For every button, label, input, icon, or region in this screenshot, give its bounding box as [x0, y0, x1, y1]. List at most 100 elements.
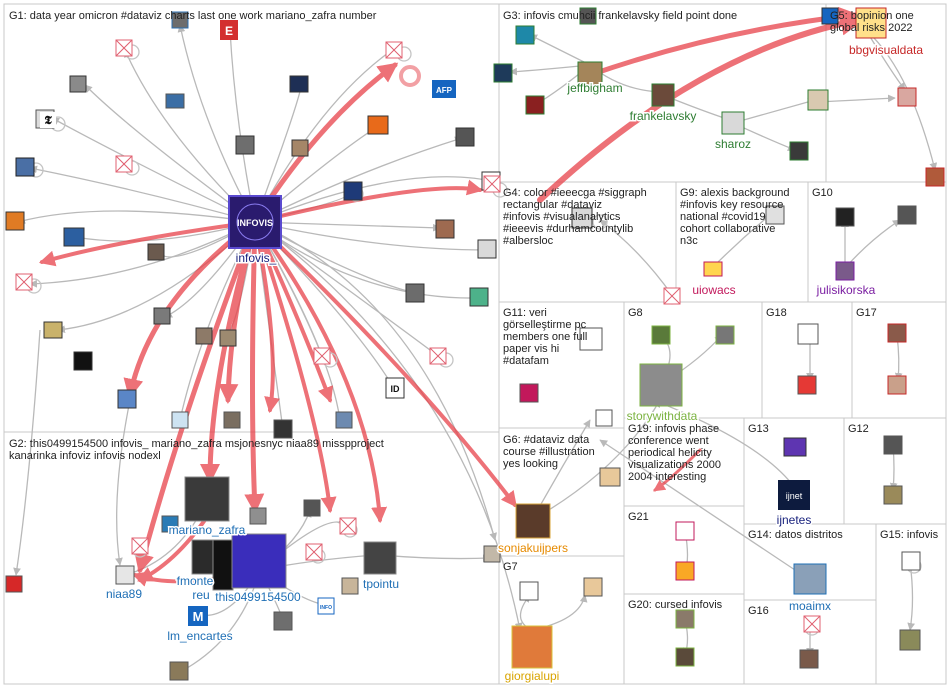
missing-image-icon[interactable] — [131, 537, 149, 555]
node-label-sharoz[interactable]: sharoz — [713, 136, 752, 153]
avatar-storywithdata[interactable] — [639, 363, 683, 407]
avatar-sharoz[interactable] — [721, 111, 745, 135]
node-labels[interactable]: infovis_ jeffbigham frankelavsky sharoz … — [104, 42, 924, 685]
avatar[interactable] — [651, 325, 671, 345]
missing-image-icon[interactable] — [305, 543, 323, 561]
avatar[interactable] — [343, 181, 363, 201]
node-label-julisikorska[interactable]: julisikorska — [814, 282, 877, 299]
avatar[interactable] — [405, 283, 425, 303]
missing-image-icon[interactable] — [803, 615, 821, 633]
missing-image-icon[interactable] — [385, 41, 403, 59]
avatar[interactable] — [477, 239, 497, 259]
avatar[interactable] — [341, 577, 359, 595]
avatar[interactable] — [887, 323, 907, 343]
avatar[interactable] — [147, 243, 165, 261]
avatar[interactable] — [435, 219, 455, 239]
avatar[interactable] — [899, 629, 921, 651]
avatar[interactable] — [5, 211, 25, 231]
avatar[interactable] — [335, 411, 353, 429]
avatar[interactable] — [15, 157, 35, 177]
avatar-mariano-zafra[interactable] — [184, 476, 230, 522]
avatar[interactable] — [235, 135, 255, 155]
avatar[interactable] — [789, 141, 809, 161]
node-label-sonjakuijpers[interactable]: sonjakuijpers — [496, 540, 569, 557]
avatar[interactable] — [835, 207, 855, 227]
avatar[interactable] — [675, 561, 695, 581]
avatar[interactable] — [469, 287, 489, 307]
avatar[interactable] — [161, 515, 179, 533]
avatar[interactable] — [599, 467, 621, 487]
node-label-bbgvisualdata[interactable]: bbgvisualdata — [847, 42, 924, 59]
avatar[interactable] — [273, 611, 293, 631]
avatar[interactable] — [897, 87, 917, 107]
avatar[interactable] — [519, 383, 539, 403]
missing-image-icon[interactable] — [339, 517, 357, 535]
infovis-logo[interactable] — [228, 195, 282, 249]
avatar-uiowacs[interactable] — [703, 261, 723, 277]
avatar[interactable] — [571, 207, 593, 229]
m-logo[interactable] — [188, 606, 208, 626]
avatar-tpointu[interactable] — [363, 541, 397, 575]
avatar-this0499154500[interactable] — [231, 533, 287, 589]
avatar[interactable] — [595, 409, 613, 427]
node-label-giorgialupi[interactable]: giorgialupi — [503, 668, 561, 685]
avatar[interactable] — [5, 575, 23, 593]
avatar[interactable] — [765, 205, 785, 225]
avatar[interactable] — [783, 437, 807, 457]
avatar[interactable] — [799, 649, 819, 669]
avatar[interactable] — [797, 323, 819, 345]
avatar[interactable] — [219, 329, 237, 347]
avatar[interactable] — [583, 577, 603, 597]
avatar[interactable] — [901, 551, 921, 571]
avatar[interactable] — [675, 647, 695, 667]
avatar[interactable] — [165, 93, 185, 109]
ijnet-logo[interactable] — [778, 480, 810, 510]
avatar[interactable] — [303, 499, 321, 517]
info-logo[interactable] — [317, 597, 335, 615]
missing-image-nodes[interactable] — [15, 39, 821, 633]
avatar-jeffbigham[interactable] — [577, 61, 603, 89]
avatar[interactable] — [821, 7, 839, 25]
missing-image-icon[interactable] — [313, 347, 331, 365]
node-label-tpointu[interactable]: tpointu — [361, 576, 400, 593]
node-label-jeffbigham[interactable]: jeffbigham — [565, 80, 624, 97]
avatar[interactable] — [169, 661, 189, 681]
avatar-moaimx[interactable] — [793, 563, 827, 595]
avatar-julisikorska[interactable] — [835, 261, 855, 281]
node-label-infovis[interactable]: infovis_ — [234, 250, 278, 267]
e-logo[interactable] — [220, 20, 238, 40]
avatar[interactable] — [519, 581, 539, 601]
avatar[interactable] — [897, 205, 917, 225]
avatar[interactable] — [925, 167, 945, 187]
logo-badges[interactable]: INFOVIS AFP E ID M ijnet INFO 𝕿 — [40, 20, 810, 626]
avatar[interactable] — [43, 321, 63, 339]
avatar[interactable] — [291, 139, 309, 157]
nyt-logo[interactable] — [40, 112, 56, 128]
avatar[interactable] — [883, 485, 903, 505]
avatar[interactable] — [579, 7, 597, 25]
avatar[interactable] — [455, 127, 475, 147]
avatar[interactable] — [63, 227, 85, 247]
node-label-uiowacs[interactable]: uiowacs — [691, 282, 737, 299]
avatar[interactable] — [887, 375, 907, 395]
avatar-bbgvisualdata[interactable] — [855, 7, 887, 39]
afp-logo[interactable] — [432, 80, 456, 98]
missing-image-icon[interactable] — [663, 287, 681, 305]
missing-image-icon[interactable] — [429, 347, 447, 365]
avatar[interactable] — [493, 63, 513, 83]
node-label-lm-encartes[interactable]: lm_encartes — [166, 628, 234, 645]
avatar[interactable] — [171, 11, 189, 29]
avatar-sonjakuijpers[interactable] — [515, 503, 551, 539]
node-label-this0499154500[interactable]: this0499154500 — [214, 589, 303, 606]
avatar[interactable] — [73, 351, 93, 371]
avatar[interactable] — [675, 521, 695, 541]
node-label-reu[interactable]: reu — [191, 587, 211, 604]
avatar-reu[interactable] — [212, 539, 234, 591]
missing-image-icon[interactable] — [115, 39, 133, 57]
node-label-niaa89[interactable]: niaa89 — [104, 586, 143, 603]
avatar[interactable] — [525, 95, 545, 115]
avatar[interactable] — [515, 25, 535, 45]
avatar[interactable] — [883, 435, 903, 455]
avatar[interactable] — [715, 325, 735, 345]
avatar[interactable] — [249, 507, 267, 525]
